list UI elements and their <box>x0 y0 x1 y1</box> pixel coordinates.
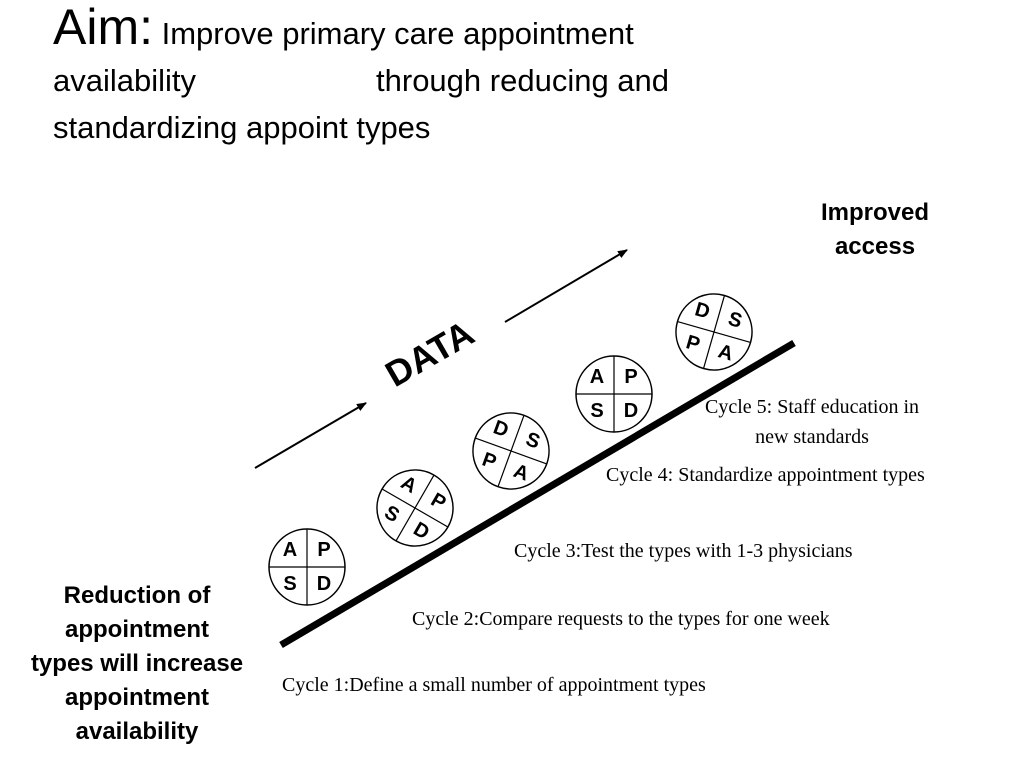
pdsa-letter: P <box>317 539 330 561</box>
pdsa-letter: A <box>511 460 532 486</box>
cycle-5-line-1: Cycle 5: Staff education in <box>705 396 920 418</box>
pdsa-letter: A <box>283 539 297 561</box>
pdsa-letter: P <box>624 366 637 388</box>
reduction-label-line: Reduction of <box>63 582 211 609</box>
pdsa-letter: D <box>490 416 511 442</box>
pdsa-letter: D <box>317 573 331 595</box>
reduction-label-line: availability <box>75 718 199 745</box>
data-arrow-lower <box>254 402 367 469</box>
cycle-2-label: Cycle 2:Compare requests to the types fo… <box>412 608 830 630</box>
reduction-label-line: types will increase <box>30 650 244 677</box>
pdsa-wheel-divider <box>702 295 726 369</box>
pdsa-letter: P <box>684 331 703 356</box>
aim-text-line-2b: through reducing and <box>376 63 670 98</box>
cycle-4-label: Cycle 4: Standardize appointment types <box>606 464 925 486</box>
pdsa-letter: A <box>590 366 604 388</box>
pdsa-wheel-divider <box>497 415 525 487</box>
aim-text-line-3: standardizing appoint types <box>53 110 431 145</box>
cycle-5-label: Cycle 5: Staff education in new standard… <box>705 392 919 452</box>
page-title: Aim: Improve primary care appointment ava… <box>53 2 853 151</box>
reduction-label-line: appointment <box>65 616 209 643</box>
pdsa-letter: A <box>716 340 736 365</box>
pdsa-letter: S <box>726 308 745 333</box>
aim-text-line-1: Improve primary care appointment <box>161 16 634 51</box>
ramp-line <box>279 339 796 649</box>
cycle-3-label: Cycle 3:Test the types with 1-3 physicia… <box>514 540 853 562</box>
reduction-label: Reduction of appointment types will incr… <box>0 579 274 749</box>
pdsa-letter: S <box>590 400 603 422</box>
aim-text-line-2a: availability <box>53 63 197 98</box>
pdsa-letter: D <box>692 298 712 323</box>
improved-access-line: access <box>834 233 916 260</box>
improved-access-line: Improved <box>820 199 930 226</box>
cycle-5-line-2: new standards <box>755 426 869 448</box>
data-label: DATA <box>378 312 480 395</box>
pdsa-letter: S <box>283 573 296 595</box>
reduction-label-line: appointment <box>65 684 209 711</box>
data-arrow-upper <box>504 249 628 323</box>
aim-label: Aim: <box>53 0 153 55</box>
cycle-1-label: Cycle 1:Define a small number of appoint… <box>282 674 706 696</box>
improved-access-label: Improved access <box>780 196 970 264</box>
pdsa-letter: D <box>624 400 638 422</box>
pdsa-wheel-divider <box>395 474 435 542</box>
